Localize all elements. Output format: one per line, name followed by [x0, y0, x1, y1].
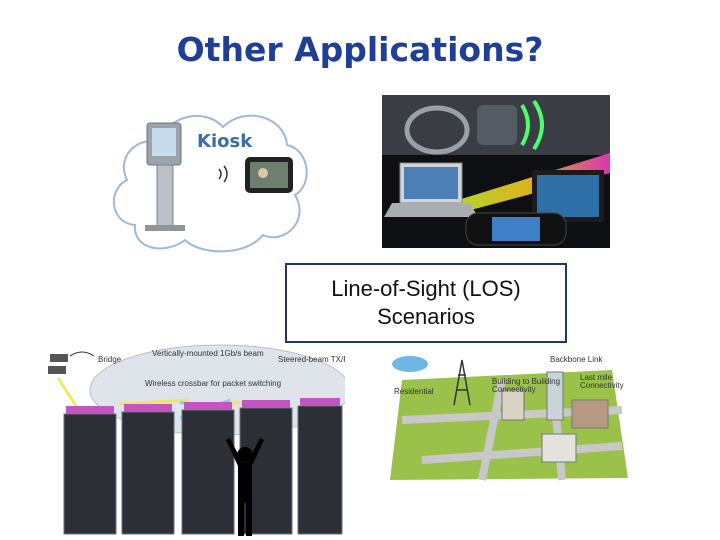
city-connectivity-scene: Backbone Link Residential Building to Bu…	[382, 350, 630, 490]
los-scenarios-box: Line-of-Sight (LOS) Scenarios	[285, 263, 567, 343]
wireless-beam	[442, 153, 610, 215]
bridge-device-icon	[48, 351, 95, 374]
los-line-1: Line-of-Sight (LOS)	[331, 276, 521, 301]
kiosk-label: Kiosk	[197, 131, 253, 152]
city-label-residential: Residential	[394, 387, 434, 396]
car-devices-scene	[382, 95, 610, 246]
city-label-connectivity2: Connectivity	[580, 381, 624, 390]
laptop-icon	[384, 162, 478, 217]
city-label-lastmile: Last mile	[580, 373, 613, 382]
cloud-icon	[392, 356, 428, 372]
wireless-signal-icon	[218, 165, 228, 183]
tablet-icon	[532, 170, 604, 222]
los-line-2: Scenarios	[377, 304, 475, 329]
person-silhouette	[226, 438, 264, 536]
dc-label-bridge: Bridge	[98, 355, 122, 364]
city-label-backbone: Backbone Link	[550, 355, 603, 364]
dc-label-steered: Steered-beam TX/RX	[278, 355, 345, 364]
city-label-building: Building to Building	[492, 377, 560, 386]
building-icons	[501, 371, 609, 463]
tower-icon	[453, 359, 471, 406]
slide-title: Other Applications?	[176, 30, 544, 69]
handheld-console-icon	[465, 212, 567, 246]
city-map-illustration: Backbone Link Residential Building to Bu…	[390, 355, 628, 481]
datacenter-illustration: Bridge Vertically-mounted 1Gb/s beam Ste…	[48, 344, 345, 536]
city-label-connectivity1: Connectivity	[492, 385, 536, 394]
dc-label-vertical: Vertically-mounted 1Gb/s beam	[152, 349, 264, 358]
steering-wheel-icon	[404, 105, 470, 155]
server-racks	[63, 405, 343, 535]
datacenter-scene: Bridge Vertically-mounted 1Gb/s beam Ste…	[40, 340, 345, 540]
kiosk-scene: Kiosk	[105, 95, 315, 265]
cloud-shape	[112, 114, 308, 253]
kiosk-icon	[145, 122, 185, 231]
dc-label-crossbar: Wireless crossbar for packet switching	[145, 379, 281, 388]
phone-icon	[245, 157, 293, 193]
car-devices-photo	[382, 95, 610, 248]
